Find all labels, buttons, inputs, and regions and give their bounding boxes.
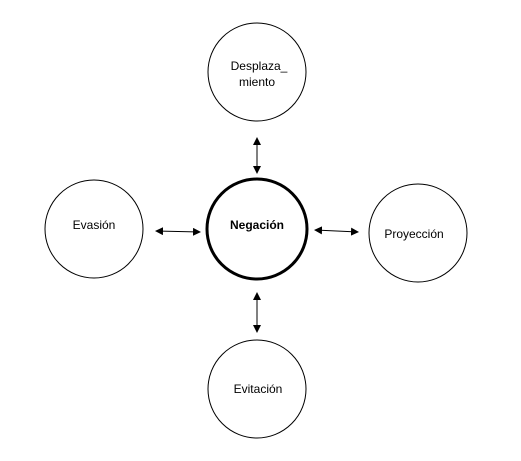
- node-desplazamiento-label-line2: miento: [239, 75, 275, 89]
- node-negacion-circle: [205, 177, 309, 281]
- node-proyeccion: Proyección: [368, 183, 468, 283]
- node-desplazamiento-label-line1: Desplaza_: [231, 59, 288, 73]
- node-negacion-label: Negación: [230, 218, 284, 232]
- connector-center-right: [314, 226, 359, 236]
- node-evasion-label: Evasión: [73, 218, 116, 232]
- node-desplazamiento: Desplaza_ miento: [207, 22, 307, 122]
- node-evitacion-label: Evitación: [234, 382, 283, 396]
- connector-left-center: [155, 227, 201, 236]
- node-evitacion: Evitación: [207, 339, 307, 439]
- node-proyeccion-circle: [368, 183, 468, 283]
- node-proyeccion-label: Proyección: [384, 227, 443, 241]
- node-evasion: Evasión: [44, 179, 144, 279]
- node-evitacion-circle: [207, 339, 307, 439]
- node-desplazamiento-circle: [207, 22, 307, 122]
- node-evasion-circle: [44, 179, 144, 279]
- node-negacion: Negación: [205, 177, 309, 281]
